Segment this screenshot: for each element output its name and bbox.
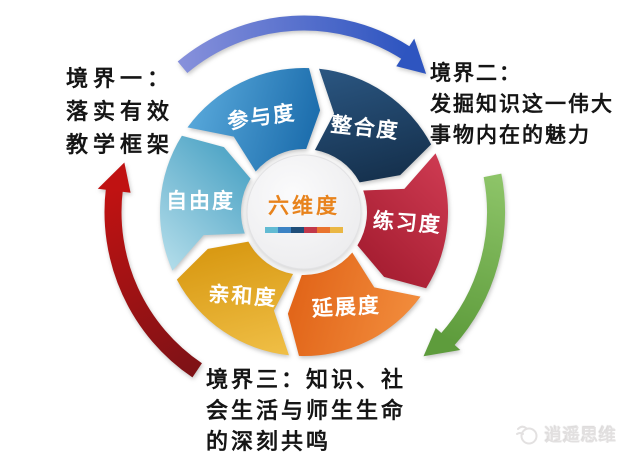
color-bar-segment: [317, 227, 330, 233]
note-line: 发掘知识这一伟大: [430, 92, 614, 116]
color-bar-segment: [291, 227, 304, 233]
watermark-text: 逍遥思维: [545, 426, 617, 445]
cycle-segment-integration: 整合度: [314, 68, 432, 183]
note-line: 的深刻共鸣: [206, 429, 332, 454]
cycle-arrow-right-head: [423, 327, 461, 357]
note-line: 教学框架: [66, 132, 175, 157]
watermark-logo-icon: [516, 425, 538, 444]
note-line: 境界一：: [66, 66, 175, 91]
note-line: 事物内在的魅力: [430, 123, 591, 147]
note-line: 境界三：知识、社: [206, 367, 407, 392]
center-hub-label: 六维度: [268, 194, 340, 218]
note-line: 会生活与师生生命: [206, 398, 407, 423]
center-hub: 六维度: [247, 190, 361, 233]
cycle-segment-participation: 参与度: [187, 68, 321, 172]
segment-label-freedom: 自由度: [166, 189, 235, 213]
realm-two-note: 境界二： 发掘知识这一伟大 事物内在的魅力: [430, 58, 614, 151]
cycle-arrow-left-head: [97, 162, 131, 193]
cycle-arrow-right: [423, 173, 505, 357]
cycle-segment-practice: 练习度: [357, 153, 448, 289]
color-bar-segment: [265, 227, 278, 233]
center-hub-circle: [246, 154, 362, 270]
cycle-arrow-top-head: [396, 38, 427, 74]
segment-label-practice: 练习度: [372, 208, 443, 237]
realm-three-note: 境界三：知识、社 会生活与师生生命 的深刻共鸣: [206, 364, 406, 457]
realm-one-note: 境界一： 落实有效 教学框架: [66, 62, 174, 161]
color-bar-segment: [278, 227, 291, 233]
color-bar-segment: [330, 227, 343, 233]
note-line: 落实有效: [66, 99, 175, 124]
center-color-bar: [265, 227, 343, 233]
cycle-segment-freedom: 自由度: [159, 135, 251, 271]
note-line: 境界二：: [430, 61, 522, 85]
color-bar-segment: [304, 227, 317, 233]
watermark: 逍遥思维: [516, 421, 617, 446]
cycle-segment-extension: 延展度: [287, 252, 421, 357]
cycle-arrow-left: [97, 162, 202, 378]
segment-label-extension: 延展度: [310, 293, 381, 321]
cycle-segment-affinity: 亲和度: [176, 241, 294, 356]
segment-label-affinity: 亲和度: [208, 282, 279, 311]
cycle-arrow-top: [177, 15, 427, 74]
